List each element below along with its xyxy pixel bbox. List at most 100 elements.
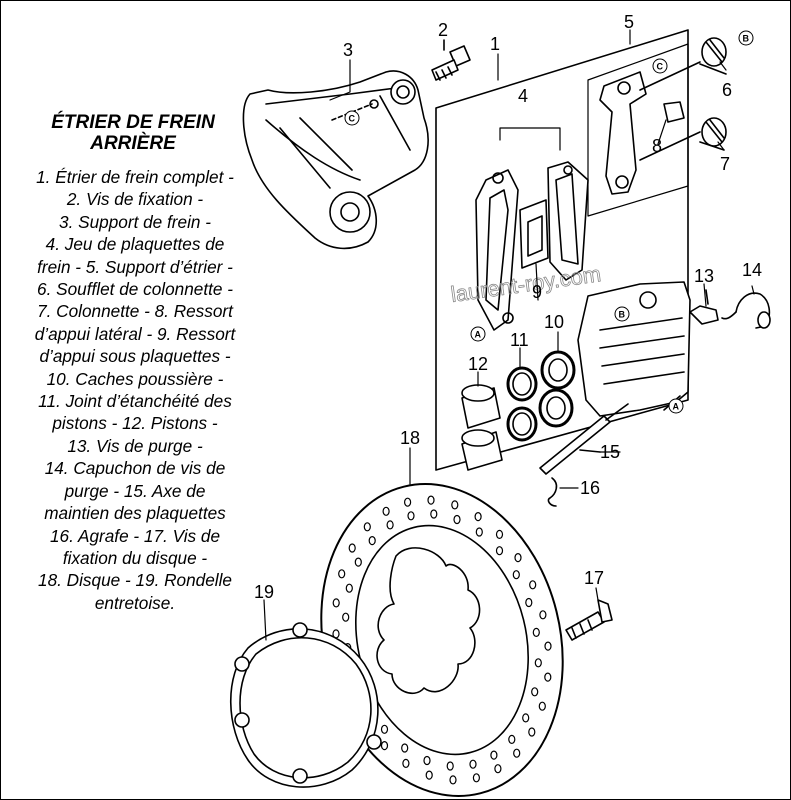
disc-hole (472, 773, 480, 783)
disc-hole (494, 764, 502, 774)
legend-line: 11. Joint d’étanchéité des (38, 391, 232, 412)
disc-hole (402, 758, 410, 769)
legend-line: 14. Capuchon de vis de (44, 458, 226, 479)
disc-hole (423, 755, 431, 766)
disc-screw (565, 599, 613, 641)
boot-and-pin (699, 37, 727, 151)
marker-a: A (673, 402, 680, 412)
disc-hole (529, 580, 537, 590)
callout-1: 1 (490, 34, 500, 54)
bleed-screw (689, 289, 719, 325)
callout-7: 7 (720, 154, 730, 174)
pad-spring (519, 199, 549, 269)
watermark: laurent-roy.com (449, 261, 602, 307)
pad-pin (539, 403, 629, 475)
disc-hole (380, 740, 389, 751)
callout-15: 15 (600, 442, 620, 462)
disc-hole (525, 597, 533, 608)
legend-line: d’appui latéral - 9. Ressort (34, 323, 236, 344)
disc-hole (345, 583, 353, 593)
legend-line: frein - 5. Support d’étrier - (37, 256, 233, 277)
disc-hole (474, 511, 482, 522)
side-spring (663, 101, 685, 123)
callout-13: 13 (694, 266, 714, 286)
mounting-bolt (431, 39, 471, 81)
legend-line: entretoise. (94, 592, 176, 613)
legend-line: fixation du disque - (62, 547, 208, 568)
disc-hole (531, 687, 539, 697)
callout-12: 12 (468, 354, 488, 374)
legend-line: 4. Jeu de plaquettes de (45, 234, 225, 255)
title-line-2: ARRIÈRE (90, 133, 176, 154)
disc-hole (386, 520, 394, 530)
disc-hole (514, 552, 522, 563)
caliper-assembly-outline (435, 29, 689, 471)
disc-hole (430, 509, 438, 519)
piston-seals (506, 366, 538, 442)
legend-line: 6. Soufflet de colonnette - (37, 279, 233, 300)
disc-hole (427, 495, 435, 505)
disc-hole (495, 529, 504, 540)
disc-hole (380, 724, 389, 734)
disc-hole (451, 500, 459, 510)
disc-hole (368, 535, 376, 546)
bleed-screw-cap (721, 292, 771, 329)
disc-hole (354, 557, 362, 567)
legend-line: purge - 15. Axe de (64, 480, 206, 501)
title-line-1: ÉTRIER DE FREIN (51, 112, 215, 133)
disc-hole (544, 641, 552, 651)
reference-markers: C C B B A A (344, 30, 754, 414)
disc-hole (348, 543, 356, 553)
callout-16: 16 (580, 478, 600, 498)
disc-hole (538, 701, 546, 711)
callout-10: 10 (544, 312, 564, 332)
marker-a: A (475, 330, 482, 340)
marker-c: C (657, 62, 664, 72)
dust-seals (538, 350, 576, 428)
legend-line: 10. Caches poussière - (46, 368, 224, 389)
disc-hole (532, 627, 540, 638)
legend-line: 13. Vis de purge - (67, 435, 203, 456)
callout-8: 8 (652, 136, 662, 156)
disc-hole (401, 743, 409, 753)
callout-2: 2 (438, 20, 448, 40)
legend-line: 7. Colonnette - 8. Ressort (37, 301, 233, 322)
callout-11: 11 (510, 330, 529, 350)
disc-hole (544, 672, 552, 682)
disc-hole (522, 713, 530, 723)
legend-line: 18. Disque - 19. Rondelle (38, 570, 232, 591)
disc-hole (534, 658, 542, 668)
disc-hole (446, 761, 454, 771)
legend-line: 1. Étrier de frein complet - (36, 167, 234, 187)
callout-14: 14 (742, 260, 762, 280)
disc-hole (338, 569, 346, 579)
disc-hole (528, 727, 536, 737)
pistons (461, 384, 503, 471)
disc-hole (512, 570, 520, 580)
pad-clip (547, 477, 558, 507)
callout-4: 4 (518, 86, 528, 106)
parts-legend: 1. Étrier de frein complet - 2. Vis de f… (2, 166, 268, 614)
disc-hole (490, 750, 498, 760)
leader-lines (263, 29, 755, 641)
disc-hole (342, 612, 350, 622)
disc-hole (495, 546, 504, 556)
disc-hole (425, 770, 433, 780)
spacer-washer (229, 622, 382, 788)
support-subassembly-outline (587, 43, 689, 217)
callout-3: 3 (343, 40, 353, 60)
caliper-support (599, 61, 701, 195)
disc-hole (407, 511, 415, 521)
legend-line: 16. Agrafe - 17. Vis de (49, 525, 221, 546)
disc-hole (382, 506, 390, 516)
disc-hole (513, 748, 521, 758)
disc-hole (539, 610, 547, 620)
disc-hole (449, 775, 457, 785)
disc-hole (332, 598, 340, 608)
callout-9: 9 (532, 282, 542, 302)
caliper-body (577, 281, 691, 417)
legend-line: d’appui sous plaquettes - (39, 346, 231, 367)
disc-hole (453, 514, 461, 525)
marker-b: B (743, 34, 750, 44)
